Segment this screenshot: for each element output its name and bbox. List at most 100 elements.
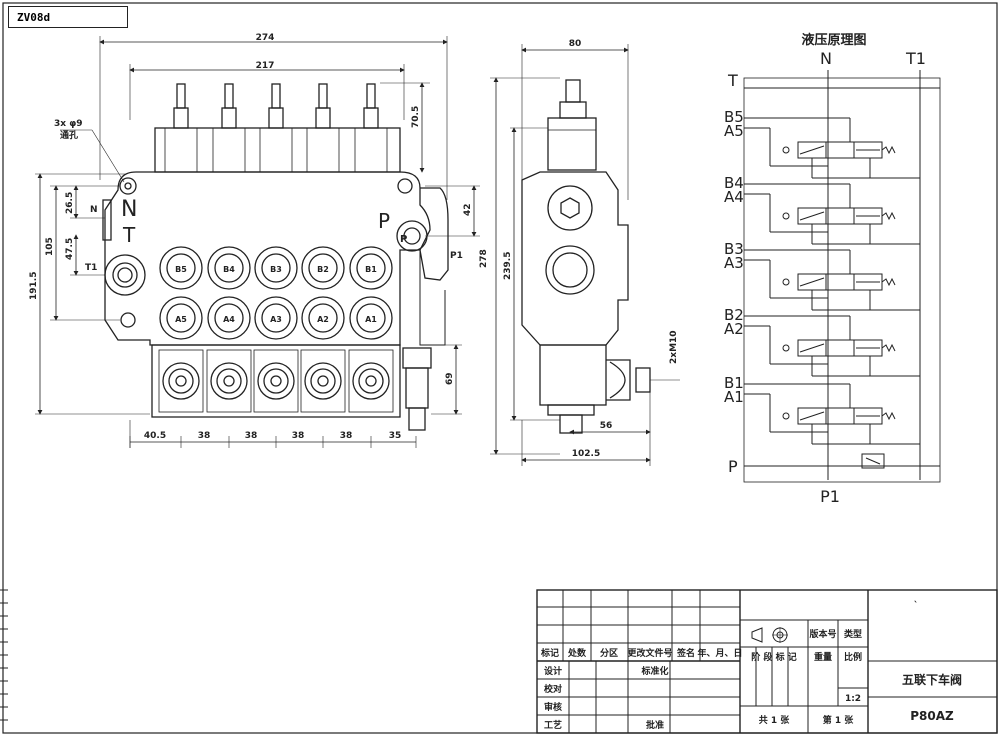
tb-sheet: 第 1 张 [823,714,855,726]
spool [315,83,331,129]
pitch-1: 38 [198,431,211,441]
dim-26-5: 26.5 [65,192,75,214]
dim-side-width: 80 [569,39,582,49]
dim-42: 42 [463,203,473,216]
dim-69: 69 [445,372,455,385]
a-port-label: A5 [175,315,187,324]
dim-thread: 2xM10 [669,330,679,364]
label-mount-holes-sub: 通孔 [60,129,78,141]
port-n-small: N [90,205,98,215]
tb-date: 年、月、日 [697,647,742,659]
tb-standard: 标准化 [640,665,668,677]
valve-section [744,183,920,245]
port-n-big: N [121,197,137,222]
schematic-title: 液压原理图 [801,32,866,48]
schematic-a-label: A5 [724,122,744,140]
a-port [159,296,203,340]
tb-weight: 重量 [814,651,832,663]
lever-cell [206,349,252,413]
b-port [301,246,345,290]
dim-side-56: 56 [600,421,613,431]
valve-section [744,315,920,377]
dim-side-278: 278 [479,249,489,268]
a-port-label: A3 [270,315,282,324]
drawing-code: ZV08d [8,6,128,28]
port-t1: T1 [85,263,97,273]
tb-stage-mark: 阶 段 标 记 [751,651,796,663]
b-port [254,246,298,290]
valve-section [744,383,920,445]
schematic-t: T [727,71,738,90]
tb-version: 版本号 [808,628,836,640]
dim-overall-width: 274 [256,33,275,43]
schematic-a-label: A2 [724,320,744,338]
schematic-a-label: A3 [724,254,744,272]
pitch-4: 38 [340,431,353,441]
schematic-b-label: B4 [724,174,744,192]
tb-sign: 签名 [676,647,695,659]
tb-zone: 分区 [600,647,618,659]
lever-cell [158,349,204,413]
pitch-3: 38 [292,431,305,441]
dim-side-102-5: 102.5 [572,449,600,459]
schematic-b-label: B1 [724,374,744,392]
schematic-b-label: B5 [724,108,744,126]
lever-cell [348,349,394,413]
tb-design: 设计 [544,665,562,677]
b-port [207,246,251,290]
spool [268,83,284,129]
valve-section [744,117,920,179]
spool [221,83,237,129]
schematic-a-label: A4 [724,188,744,206]
spool [173,83,189,129]
b-port-label: B4 [223,265,235,274]
spool [363,83,379,129]
tb-approve: 批准 [646,719,664,731]
schematic-n: N [820,49,832,68]
schematic-b-label: B3 [724,240,744,258]
b-port-label: B3 [270,265,282,274]
b-port [349,246,393,290]
dim-inner-width: 217 [256,61,275,71]
front-view [35,36,480,448]
port-p1: P1 [450,251,463,261]
b-port-label: B5 [175,265,187,274]
valve-section [744,249,920,311]
b-port-label: B1 [365,265,377,274]
side-view [490,44,680,466]
front-view-labels: 274 217 70.5 3x φ9 通孔 26.5 47.5 105 191.… [29,33,473,441]
port-t-big: T [122,223,136,247]
a-port-label: A1 [365,315,377,324]
tb-review: 审核 [544,701,562,713]
a-port [349,296,393,340]
hydraulic-schematic [743,70,941,483]
port-p-big: P [378,209,390,233]
tb-part-name: 五联下车阀 [902,672,962,687]
label-mount-holes: 3x φ9 [54,119,83,129]
tb-process: 工艺 [544,719,562,731]
schematic-a-label: A1 [724,388,744,406]
b-port-label: B2 [317,265,329,274]
b-port [159,246,203,290]
dim-47-5: 47.5 [65,238,75,260]
a-port-label: A4 [223,315,235,324]
dim-top-height: 70.5 [411,106,421,128]
port-p-small: P [400,234,407,245]
tb-mark: 标记 [540,647,559,659]
a-port-label: A2 [317,315,329,324]
tb-scale-value: 1:2 [845,694,861,704]
title-block-text: 标记 处数 分区 更改文件号 签名 年、月、日 设计 标准化 校对 审核 工艺 … [540,600,962,731]
tb-tick: ` [914,600,919,611]
dim-side-239-5: 239.5 [503,252,513,280]
side-view-labels: 80 278 239.5 56 102.5 2xM10 [479,39,679,459]
a-port [301,296,345,340]
lever-cell [253,349,299,413]
title-block [536,589,998,734]
dim-191-5: 191.5 [29,272,39,300]
tb-total: 共 1 张 [759,714,791,726]
tb-scale-label: 比例 [844,651,862,663]
a-port [254,296,298,340]
tb-count: 处数 [567,647,587,659]
